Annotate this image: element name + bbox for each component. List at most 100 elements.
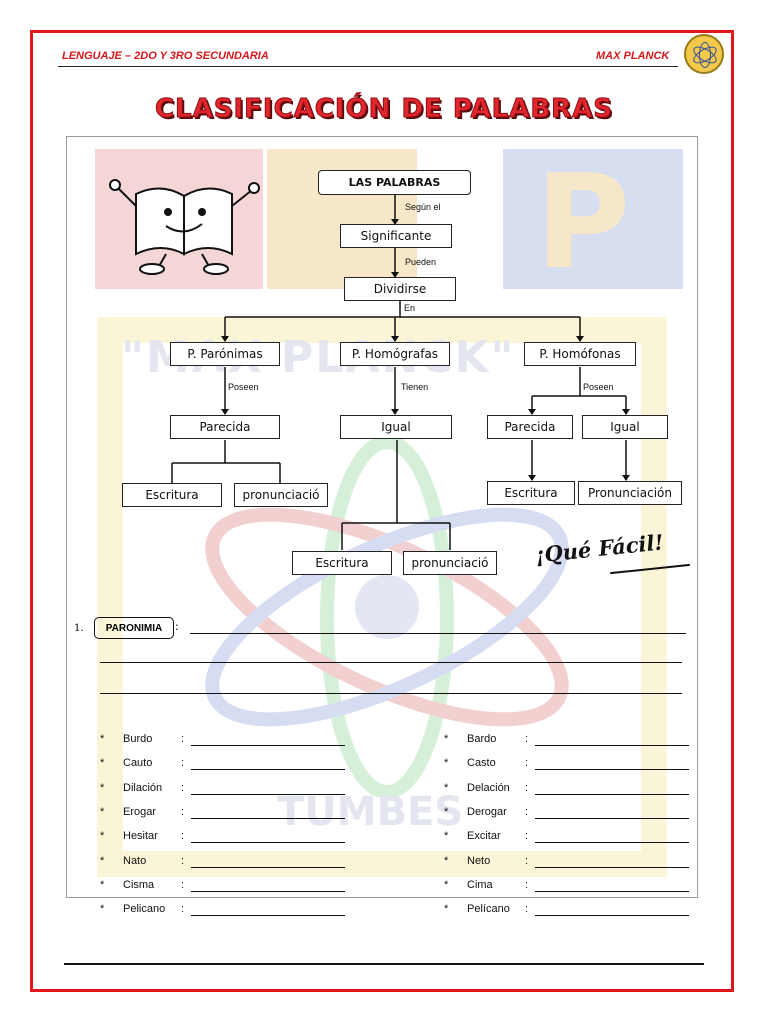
word-answer-line[interactable] bbox=[191, 817, 345, 819]
bullet-star-icon: * bbox=[100, 805, 105, 818]
node-las-palabras: LAS PALABRAS bbox=[318, 170, 471, 195]
word-colon: : bbox=[181, 805, 185, 818]
connector-label-en: En bbox=[404, 303, 416, 313]
connector-label-segun: Según el bbox=[405, 202, 441, 212]
word-answer-line[interactable] bbox=[535, 793, 689, 795]
word-answer-line[interactable] bbox=[191, 842, 345, 844]
bullet-star-icon: * bbox=[100, 854, 105, 867]
word-row-left: *Cisma: bbox=[100, 879, 360, 893]
footer-rule bbox=[64, 963, 704, 965]
node-homofonas-parecida: Parecida bbox=[487, 415, 573, 439]
word-row-right: * Cima: bbox=[444, 879, 704, 893]
node-homofonas-pronunciacion: Pronunciación bbox=[578, 481, 682, 505]
answer-line-3[interactable] bbox=[100, 693, 682, 694]
word-colon: : bbox=[181, 903, 185, 916]
word-answer-line[interactable] bbox=[535, 866, 689, 868]
word-colon: : bbox=[525, 757, 529, 770]
word-row-left: * Burdo: bbox=[100, 733, 360, 747]
word-colon: : bbox=[525, 781, 529, 794]
word-colon: : bbox=[525, 854, 529, 867]
word-label: Nato bbox=[123, 854, 147, 867]
watermark-frame bbox=[97, 317, 667, 877]
word-row-right: *Derogar: bbox=[444, 806, 704, 820]
word-answer-line[interactable] bbox=[191, 769, 345, 771]
word-answer-line[interactable] bbox=[535, 915, 689, 917]
word-row-right: *Casto: bbox=[444, 757, 704, 771]
word-row-right: * Delación: bbox=[444, 782, 704, 796]
word-colon: : bbox=[181, 781, 185, 794]
word-colon: : bbox=[181, 733, 185, 745]
header-subject: LENGUAJE – 2DO Y 3RO SECUNDARIA bbox=[62, 50, 269, 62]
diagram-panel: P "MAX PLANCK" TUMBES bbox=[66, 136, 698, 898]
watermark-letter: P bbox=[535, 146, 631, 298]
node-homofonas: P. Homófonas bbox=[524, 342, 636, 366]
word-colon: : bbox=[181, 830, 185, 843]
word-answer-line[interactable] bbox=[535, 745, 689, 746]
word-label: Cisma bbox=[123, 878, 155, 891]
bullet-star-icon: * bbox=[100, 757, 105, 770]
word-answer-line[interactable] bbox=[191, 745, 345, 746]
word-colon: : bbox=[525, 830, 529, 843]
connector-label-pueden: Pueden bbox=[405, 257, 437, 267]
page-border bbox=[30, 30, 734, 992]
node-paronimas: P. Parónimas bbox=[170, 342, 280, 366]
word-label: Dilación bbox=[123, 781, 163, 794]
bullet-star-icon: * bbox=[444, 733, 449, 745]
word-colon: : bbox=[525, 878, 529, 891]
word-answer-line[interactable] bbox=[191, 890, 345, 892]
bullet-star-icon: * bbox=[444, 781, 449, 794]
answer-line-2[interactable] bbox=[100, 662, 682, 663]
node-significante: Significante bbox=[340, 224, 452, 248]
node-homografas: P. Homógrafas bbox=[340, 342, 450, 366]
bullet-star-icon: * bbox=[444, 878, 449, 891]
bullet-star-icon: * bbox=[100, 781, 105, 794]
word-colon: : bbox=[525, 805, 529, 818]
connector-label-poseen-2: Poseen bbox=[583, 382, 614, 392]
word-row-left: * Hesitar: bbox=[100, 830, 360, 844]
word-answer-line[interactable] bbox=[191, 866, 345, 868]
node-dividirse: Dividirse bbox=[344, 277, 456, 301]
answer-line-1[interactable] bbox=[190, 633, 686, 634]
word-label: Delación bbox=[467, 781, 510, 794]
word-label: Derogar bbox=[467, 805, 507, 818]
bullet-star-icon: * bbox=[100, 733, 105, 745]
bullet-star-icon: * bbox=[100, 830, 105, 843]
node-paronimas-parecida: Parecida bbox=[170, 415, 280, 439]
watermark-block-blue bbox=[503, 149, 683, 289]
bullet-star-icon: * bbox=[444, 757, 449, 770]
word-label: Pelicano bbox=[123, 903, 166, 916]
exercise-label: PARONIMIA bbox=[94, 617, 174, 639]
word-label: Cima bbox=[467, 878, 493, 891]
word-row-left: *Cauto: bbox=[100, 757, 360, 771]
word-label: Bardo bbox=[467, 733, 497, 745]
word-answer-line[interactable] bbox=[191, 915, 345, 917]
node-homofonas-igual: Igual bbox=[582, 415, 668, 439]
word-row-left: *Nato: bbox=[100, 855, 360, 869]
word-answer-line[interactable] bbox=[535, 890, 689, 892]
node-homografas-igual: Igual bbox=[340, 415, 452, 439]
word-row-left: *Erogar: bbox=[100, 806, 360, 820]
word-answer-line[interactable] bbox=[535, 842, 689, 844]
word-colon: : bbox=[525, 733, 529, 745]
word-colon: : bbox=[181, 757, 185, 770]
word-label: Hesitar bbox=[123, 830, 158, 843]
connector-label-tienen: Tienen bbox=[401, 382, 429, 392]
word-row-right: *Pelícano: bbox=[444, 903, 704, 917]
page-title: CLASIFICACIÓN DE PALABRAS bbox=[154, 94, 614, 125]
word-answer-line[interactable] bbox=[535, 769, 689, 771]
word-row-right: *Neto: bbox=[444, 855, 704, 869]
word-label: Pelícano bbox=[467, 903, 510, 916]
header-school: MAX PLANCK bbox=[596, 50, 670, 62]
connector-label-poseen-1: Poseen bbox=[228, 382, 259, 392]
word-label: Neto bbox=[467, 854, 491, 867]
exercise-number: 1. bbox=[74, 623, 84, 634]
word-label: Burdo bbox=[123, 733, 153, 745]
word-row-left: * Dilación: bbox=[100, 782, 360, 796]
word-answer-line[interactable] bbox=[191, 793, 345, 795]
node-homofonas-escritura: Escritura bbox=[487, 481, 575, 505]
word-answer-line[interactable] bbox=[535, 817, 689, 819]
word-row-right: * Bardo: bbox=[444, 733, 704, 747]
book-cartoon-icon bbox=[109, 179, 260, 275]
word-colon: : bbox=[525, 903, 529, 916]
